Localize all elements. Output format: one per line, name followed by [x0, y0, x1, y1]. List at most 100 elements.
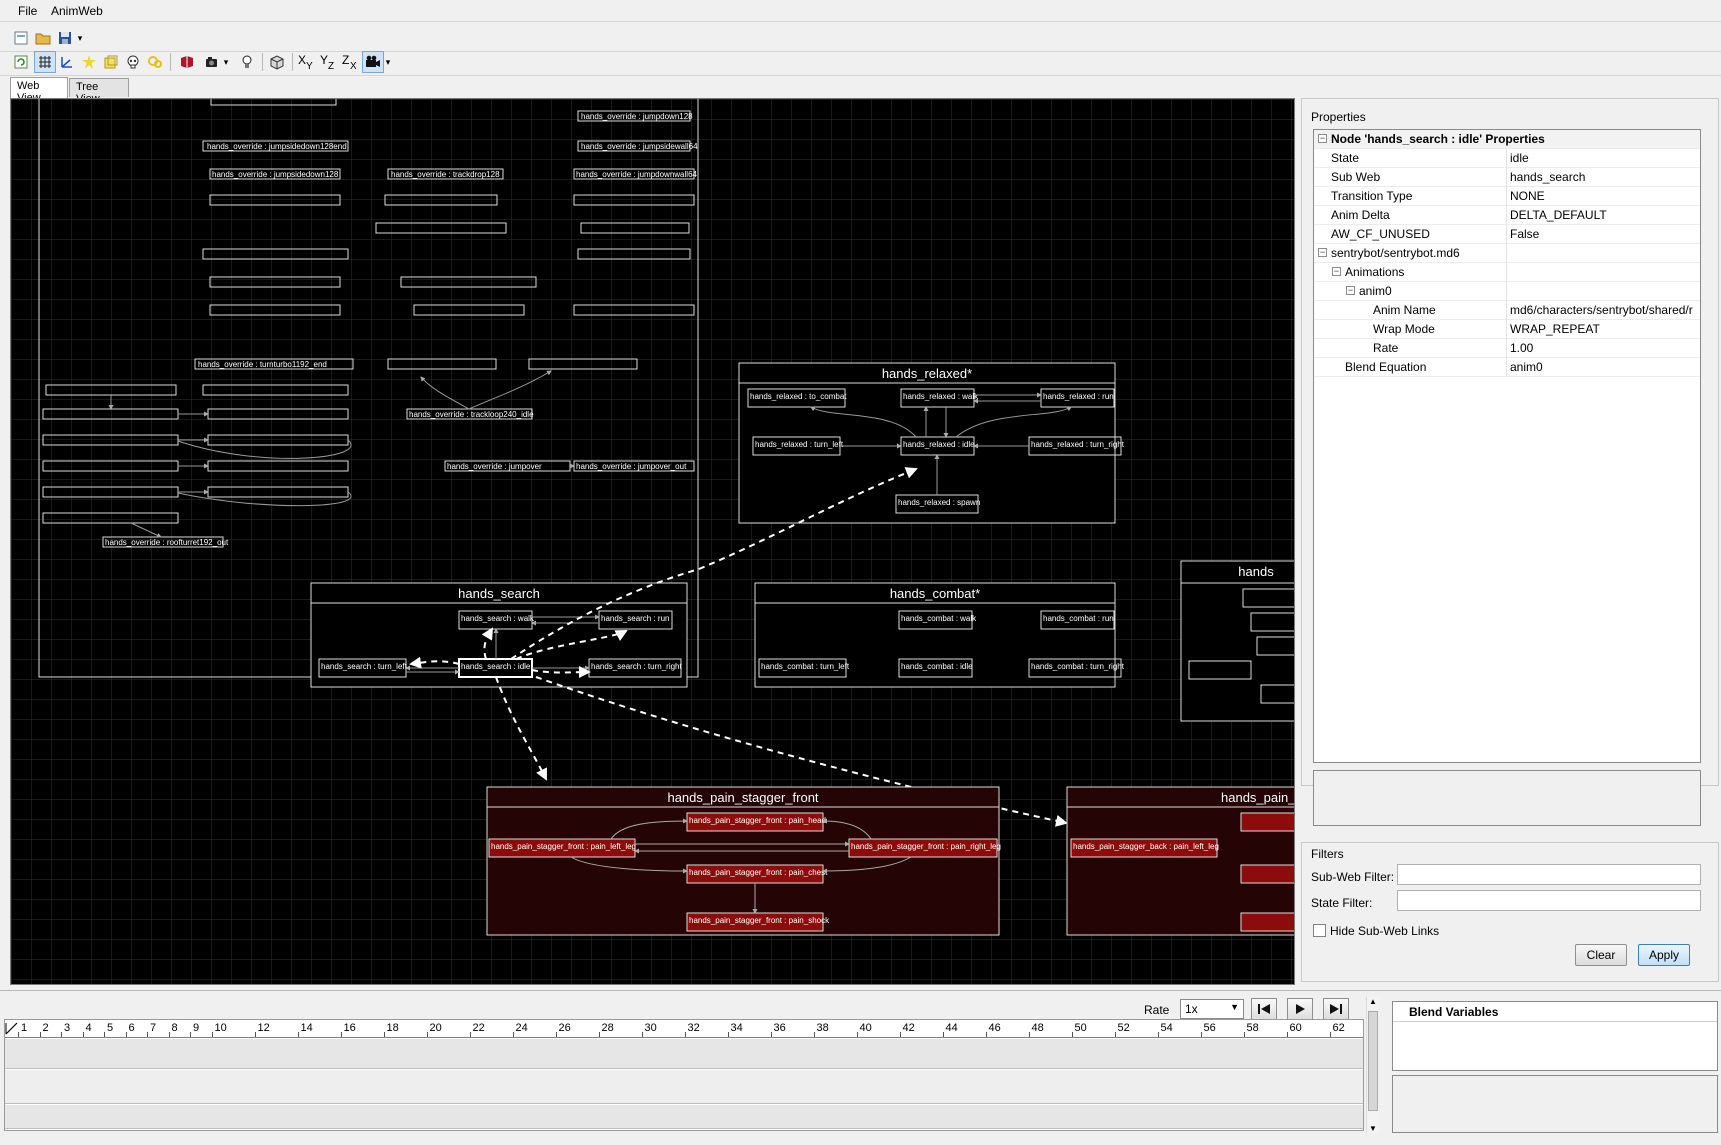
frame-tick-mark	[61, 1032, 62, 1037]
property-animations-row[interactable]: − Animations	[1314, 263, 1700, 282]
axis-icon[interactable]	[56, 51, 78, 73]
svg-text:Y: Y	[306, 61, 313, 71]
frame-tick-label: 6	[128, 1022, 135, 1034]
relaxed-node-labels: hands_relaxed : to_combat hands_relaxed …	[750, 392, 1125, 507]
skeleton-skull-icon[interactable]	[122, 51, 144, 73]
tab-web-view[interactable]: Web View	[10, 77, 68, 104]
svg-text:hands_override : jumpover: hands_override : jumpover	[447, 462, 542, 471]
play-button[interactable]	[1287, 998, 1313, 1020]
scroll-thumb[interactable]	[1368, 1011, 1378, 1111]
combat-nodes[interactable]	[758, 610, 1122, 678]
joints-icon[interactable]	[144, 51, 166, 73]
timeline-cursor-icon[interactable]	[5, 1021, 19, 1035]
timeline-scrollbar[interactable]: ▲ ▼	[1366, 997, 1379, 1133]
refresh-icon[interactable]	[10, 51, 32, 73]
camera-icon[interactable]	[202, 51, 224, 73]
web-view-canvas[interactable]: hands_override : jumpsidedown128end hand…	[10, 98, 1295, 985]
toolbar-separator	[292, 53, 293, 71]
frame-tick-label: 1	[21, 1022, 28, 1034]
bounds-icon[interactable]	[100, 51, 122, 73]
override-nodes	[42, 99, 695, 548]
clear-button[interactable]: Clear	[1575, 944, 1627, 966]
subweb-filter-input[interactable]	[1397, 864, 1701, 885]
subweb-box-relaxed[interactable]	[738, 362, 1116, 524]
frame-tick-mark	[1157, 1032, 1159, 1037]
subweb-filter-label: Sub-Web Filter:	[1311, 870, 1395, 884]
timeline-track[interactable]	[5, 1070, 1363, 1104]
property-header-row[interactable]: − Node 'hands_search : idle' Properties	[1314, 130, 1700, 149]
movie-camera-icon[interactable]	[362, 51, 384, 73]
apply-button[interactable]: Apply	[1638, 944, 1690, 966]
toolbar-overflow-icon[interactable]: ▾	[385, 56, 391, 67]
svg-text:hands_relaxed : turn_left: hands_relaxed : turn_left	[755, 440, 844, 449]
stagger-nodes[interactable]	[488, 812, 998, 932]
stagger-right-nodes	[1070, 812, 1294, 932]
svg-text:hands_search : run: hands_search : run	[601, 614, 670, 623]
frame-tick-mark	[813, 1032, 815, 1037]
subweb-box-combat[interactable]	[754, 582, 1116, 688]
scroll-up-icon[interactable]: ▲	[1369, 997, 1377, 1006]
menu-animweb[interactable]: AnimWeb	[51, 4, 103, 18]
collapse-icon[interactable]: −	[1318, 133, 1327, 143]
collapse-icon[interactable]: −	[1332, 266, 1341, 276]
frame-tick-mark	[190, 1032, 191, 1037]
package-icon[interactable]	[266, 51, 288, 73]
svg-text:hands_override : jumpsidedown1: hands_override : jumpsidedown128end	[207, 142, 347, 151]
svg-text:hands_relaxed : turn_right: hands_relaxed : turn_right	[1031, 440, 1125, 449]
collapse-icon[interactable]: −	[1318, 247, 1327, 257]
state-filter-input[interactable]	[1397, 890, 1701, 911]
svg-text:hands_combat : run: hands_combat : run	[1043, 614, 1114, 623]
toolbar-overflow-icon[interactable]: ▾	[77, 32, 83, 43]
blend-variables-panel: Blend Variables	[1392, 1001, 1718, 1071]
new-file-icon[interactable]	[10, 27, 32, 49]
stagger-right-title: hands_pain_	[1221, 790, 1295, 805]
svg-text:hands_pain_stagger_front : pai: hands_pain_stagger_front : pain_shock	[689, 916, 830, 925]
svg-text:hands_override : jumpdown128: hands_override : jumpdown128	[581, 112, 693, 121]
frame-tick-mark	[1243, 1032, 1245, 1037]
rate-select[interactable]: 1x ▼	[1180, 999, 1244, 1019]
mesh-icon[interactable]	[176, 51, 198, 73]
save-icon[interactable]	[54, 27, 76, 49]
subweb-box-stagger-right[interactable]	[1066, 786, 1295, 936]
property-anim0-row[interactable]: − anim0	[1314, 282, 1700, 301]
tab-tree-view[interactable]: Tree View	[69, 78, 129, 105]
timeline-track[interactable]	[5, 1105, 1363, 1129]
property-file-row[interactable]: − sentrybot/sentrybot.md6	[1314, 244, 1700, 263]
frame-tick-label: 62	[1332, 1022, 1345, 1034]
stagger-back-left-label: hands_pain_stagger_back : pain_left_leg	[1073, 842, 1219, 851]
frame-tick-label: 30	[644, 1022, 657, 1034]
grid-icon[interactable]	[34, 51, 56, 73]
right-box-nodes	[1188, 588, 1294, 704]
light-star-icon[interactable]	[78, 51, 100, 73]
svg-text:hands_pain_stagger_front : pai: hands_pain_stagger_front : pain_left_leg	[491, 842, 636, 851]
open-folder-icon[interactable]	[32, 27, 54, 49]
skip-to-end-button[interactable]	[1323, 998, 1349, 1020]
scroll-down-icon[interactable]: ▼	[1369, 1124, 1377, 1133]
subweb-box-stagger-front[interactable]	[486, 786, 1000, 936]
frame-tick-mark	[297, 1032, 299, 1037]
menu-file[interactable]: File	[18, 4, 38, 18]
skip-to-start-button[interactable]	[1251, 998, 1277, 1020]
camera-dropdown-icon[interactable]: ▾	[223, 56, 229, 67]
hide-subweb-links-checkbox[interactable]	[1313, 924, 1326, 937]
frame-tick-mark	[555, 1032, 557, 1037]
subweb-box-right-partial[interactable]	[1180, 560, 1295, 722]
collapse-icon[interactable]: −	[1346, 285, 1355, 295]
frame-tick-label: 24	[515, 1022, 528, 1034]
timeline-track[interactable]	[5, 1039, 1363, 1069]
lightbulb-icon[interactable]	[236, 51, 258, 73]
